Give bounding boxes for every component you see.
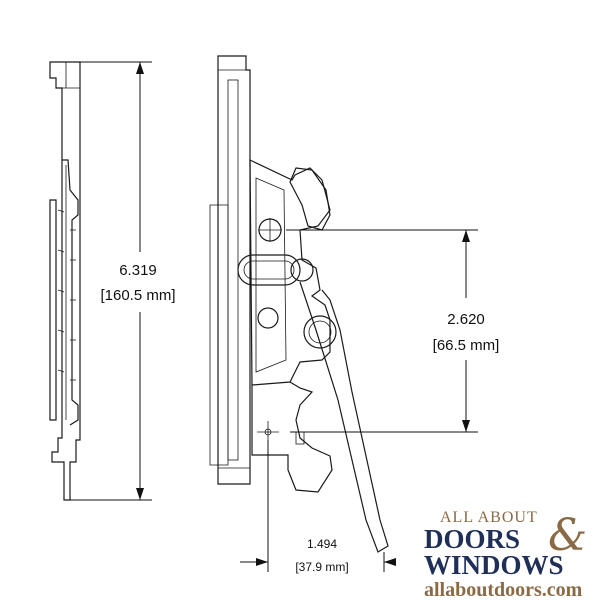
width-dimension: 1.494 [37.9 mm]: [240, 440, 396, 574]
height-dimension: 6.319 [160.5 mm]: [70, 61, 176, 501]
logo-url: allaboutdoors.com: [424, 579, 583, 600]
logo-line1: ALL ABOUT: [440, 509, 538, 526]
width-value: 1.494: [307, 537, 337, 551]
hole-spacing-value: 2.620: [447, 311, 485, 328]
hole-spacing-dimension: 2.620 [66.5 mm]: [286, 229, 500, 433]
height-value: 6.319: [119, 262, 157, 279]
logo-ampersand: &: [548, 510, 587, 561]
hole-spacing-metric: [66.5 mm]: [433, 337, 500, 354]
brand-logo: ALL ABOUT DOORS & WINDOWS allaboutdoors.…: [424, 509, 587, 600]
side-profile-view: [49, 61, 81, 501]
front-view: [209, 55, 389, 553]
width-metric: [37.9 mm]: [295, 560, 348, 574]
height-metric: [160.5 mm]: [100, 287, 175, 304]
logo-line3: WINDOWS: [424, 550, 564, 580]
logo-line2: DOORS: [424, 524, 520, 554]
